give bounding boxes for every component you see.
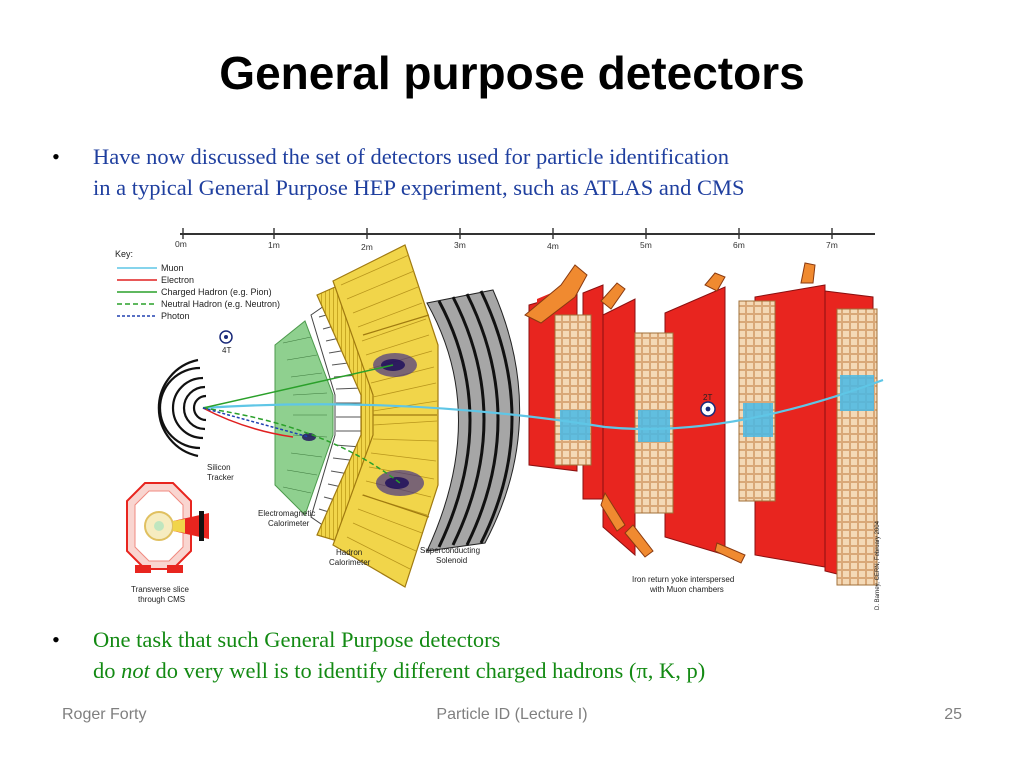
figure-credit: D. Barney, CERN, February 2004 <box>875 520 881 610</box>
key-photon: Photon <box>161 311 190 321</box>
svg-text:4T: 4T <box>222 346 231 355</box>
label-yoke-2: with Muon chambers <box>649 585 724 594</box>
label-slice-2: through CMS <box>138 595 185 604</box>
field-symbol-4t: 4T <box>219 330 233 355</box>
hadron-calorimeter <box>332 244 439 588</box>
label-tracker-2: Tracker <box>207 473 234 482</box>
silicon-tracker <box>274 320 334 516</box>
page-number: 25 <box>944 706 962 723</box>
component-labels: Silicon Tracker Electromagnetic Calorime… <box>131 463 881 610</box>
superconducting-solenoid <box>426 289 521 552</box>
photon-track <box>202 407 310 438</box>
key-electron: Electron <box>161 275 194 285</box>
bullet-2-post: do very well is to identify different ch… <box>149 658 706 683</box>
bullet-2-pre: do <box>93 658 122 683</box>
bullet-1-line-2: in a typical General Purpose HEP experim… <box>93 175 745 200</box>
electron-track <box>202 407 294 438</box>
scale-label-2m: 2m <box>361 242 373 252</box>
label-hcal-2: Calorimeter <box>329 558 371 567</box>
scale-label-4m: 4m <box>547 241 559 251</box>
muon-chambers <box>554 300 878 586</box>
bullet-dot: • <box>52 144 60 169</box>
scale-label-1m: 1m <box>268 240 280 250</box>
bullet-1-line-1: Have now discussed the set of detectors … <box>93 144 730 169</box>
scale-label-7m: 7m <box>826 240 838 250</box>
label-ecal-2: Calorimeter <box>268 519 310 528</box>
svg-text:2T: 2T <box>703 393 712 402</box>
label-hcal-1: Hadron <box>336 548 362 557</box>
scale-label-6m: 6m <box>733 240 745 250</box>
label-solenoid-2: Solenoid <box>436 556 467 565</box>
label-yoke-1: Iron return yoke interspersed <box>632 575 734 584</box>
key-charged-hadron: Charged Hadron (e.g. Pion) <box>161 287 272 297</box>
footer-title: Particle ID (Lecture I) <box>436 706 588 723</box>
detector-diagram: 0m 1m 2m 3m 4m 5m 6m 7m Key: Muon Electr… <box>115 228 884 610</box>
key-title: Key: <box>115 249 133 259</box>
bullet-2-emphasis: not <box>121 658 150 683</box>
bullet-2-text: One task that such General Purpose detec… <box>93 624 705 686</box>
bullet-1-text: Have now discussed the set of detectors … <box>93 141 745 203</box>
transverse-slice-thumbnail <box>126 482 209 573</box>
tracker-layers <box>282 336 328 494</box>
muon-track <box>202 378 884 431</box>
label-solenoid-1: Superconducting <box>420 546 480 555</box>
solenoid-windings <box>437 290 514 548</box>
label-tracker-1: Silicon <box>207 463 231 472</box>
neutral-hadron-track <box>202 407 401 484</box>
scale-label-3m: 3m <box>454 240 466 250</box>
bullet-dot: • <box>52 627 60 652</box>
hadron-showers <box>302 353 424 496</box>
hcal-segments <box>362 314 437 518</box>
key-neutral-hadron: Neutral Hadron (e.g. Neutron) <box>161 299 280 309</box>
particle-tracks <box>202 364 884 484</box>
beam-pipe-rings <box>157 358 207 458</box>
legend-key: Key: Muon Electron Charged Hadron (e.g. … <box>115 249 280 321</box>
slide-title: General purpose detectors <box>219 47 805 99</box>
label-slice-1: Transverse slice <box>131 585 189 594</box>
footer-author: Roger Forty <box>62 706 147 723</box>
bullet-2-line-1: One task that such General Purpose detec… <box>93 627 501 652</box>
cms-detector-figure: 0m 1m 2m 3m 4m 5m 6m 7m Key: Muon Electr… <box>105 225 890 620</box>
scale-label-5m: 5m <box>640 240 652 250</box>
field-symbol-2t: 2T <box>700 393 716 417</box>
distance-scale: 0m 1m 2m 3m 4m 5m 6m 7m <box>175 228 875 252</box>
label-ecal-1: Electromagnetic <box>258 509 315 518</box>
scale-label-0m: 0m <box>175 239 187 249</box>
charged-hadron-track <box>202 364 394 409</box>
bullet-2-line-2: do not do very well is to identify diffe… <box>93 655 705 686</box>
key-muon: Muon <box>161 263 184 273</box>
